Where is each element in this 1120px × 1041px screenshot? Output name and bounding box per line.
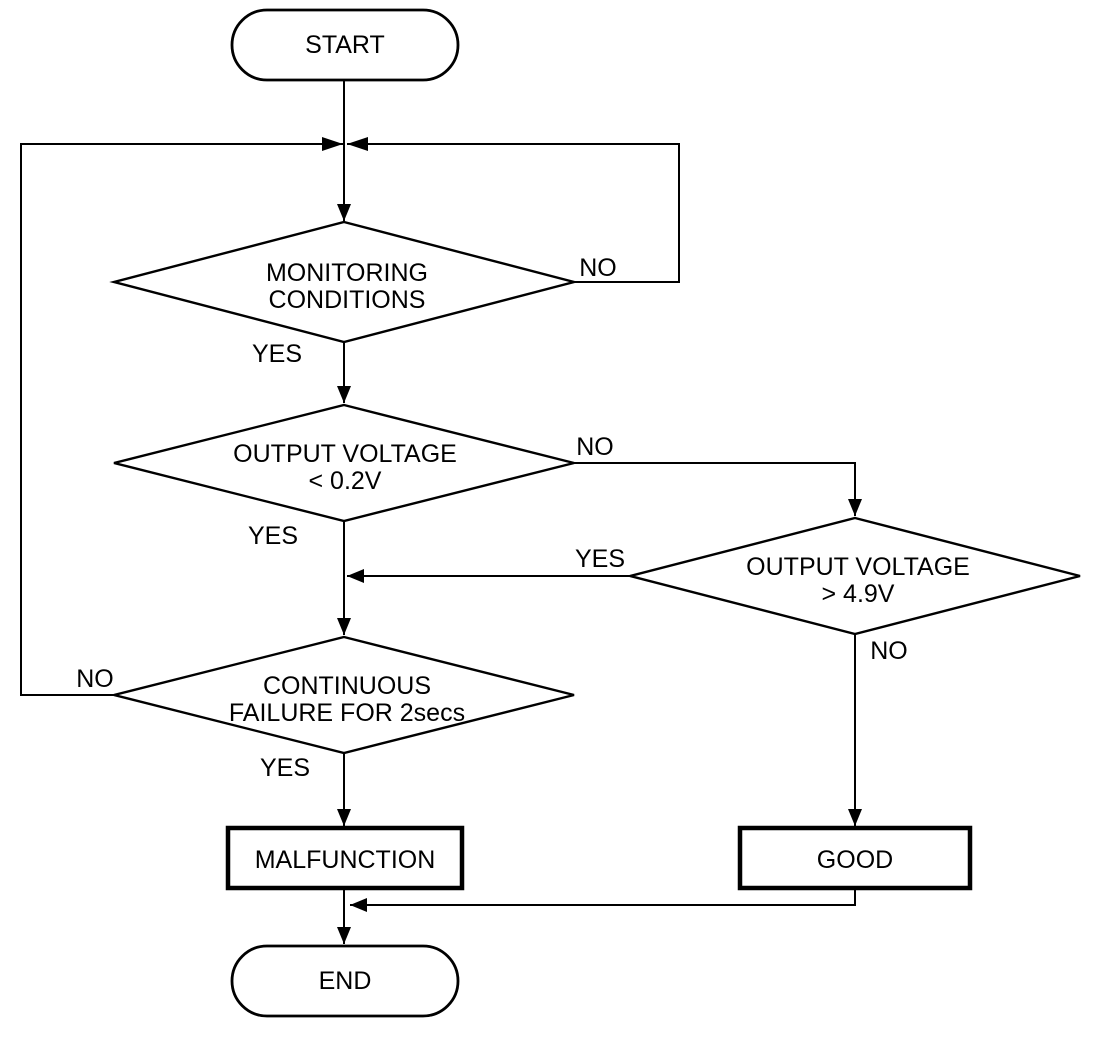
monitoring-label-line2: CONDITIONS — [269, 286, 426, 314]
monitoring-no-label: NO — [579, 254, 617, 282]
good-label: GOOD — [817, 846, 893, 874]
continuous-failure-yes-label: YES — [260, 754, 310, 782]
voltage-high-label-line1: OUTPUT VOLTAGE — [746, 553, 970, 581]
start-terminator — [230, 8, 460, 82]
start-label: START — [305, 31, 385, 59]
edge-monitoring-no-loop — [347, 143, 680, 283]
junction-right-arrowhead-icon — [347, 137, 368, 151]
voltage-low-no-label: NO — [576, 433, 614, 461]
edge-voltage-low-no — [574, 462, 862, 516]
voltage-low-yes-label: YES — [248, 522, 298, 550]
edge-good-to-end — [350, 888, 856, 912]
monitoring-label-line1: MONITORING — [266, 259, 428, 287]
continuous-failure-no-label: NO — [76, 665, 114, 693]
junction-left-arrowhead-icon — [322, 137, 343, 151]
good-box — [737, 825, 973, 891]
continuous-failure-label-line2: FAILURE FOR 2secs — [229, 699, 465, 727]
continuous-failure-label-line1: CONTINUOUS — [263, 672, 431, 700]
output-voltage-low-diamond — [113, 403, 575, 523]
voltage-high-label-line2: > 4.9V — [822, 580, 895, 608]
malfunction-box — [225, 825, 465, 891]
monitoring-yes-label: YES — [252, 340, 302, 368]
continuous-failure-diamond — [113, 635, 575, 755]
monitoring-conditions-diamond — [109, 220, 579, 344]
voltage-low-label-line2: < 0.2V — [309, 467, 382, 495]
voltage-low-label-line1: OUTPUT VOLTAGE — [233, 440, 457, 468]
voltage-high-yes-label: YES — [575, 545, 625, 573]
edge-continuous-failure-no-loop — [20, 143, 343, 696]
voltage-high-no-label: NO — [870, 637, 908, 665]
end-terminator — [230, 944, 460, 1018]
end-label: END — [319, 967, 372, 995]
output-voltage-high-diamond — [629, 516, 1081, 636]
malfunction-label: MALFUNCTION — [255, 846, 436, 874]
